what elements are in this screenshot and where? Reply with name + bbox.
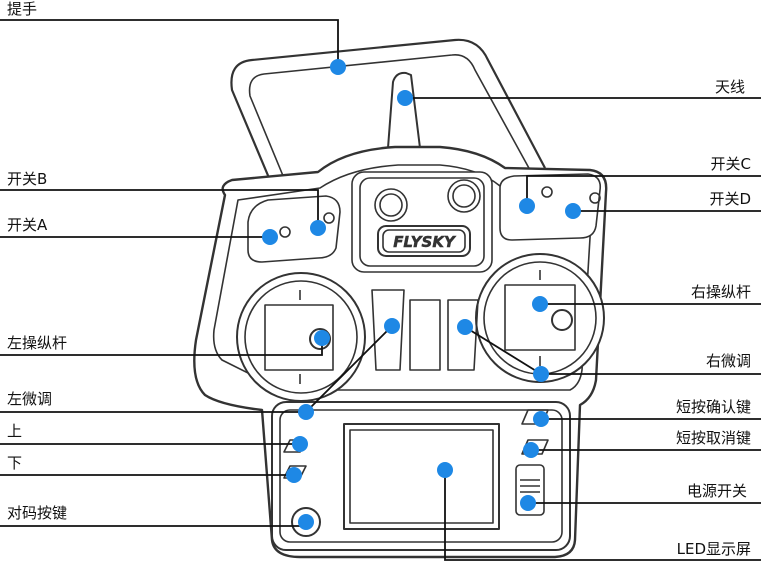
marker-switch-b	[310, 220, 326, 236]
lcd-screen	[343, 423, 500, 530]
label-switch-c: 开关C	[710, 155, 751, 173]
label-down: 下	[7, 454, 23, 472]
switch-pod-right	[499, 173, 602, 241]
label-cancel-button: 短按取消键	[675, 429, 751, 447]
left-gimbal	[236, 272, 366, 402]
marker-left-stick	[314, 330, 330, 346]
marker-handle	[330, 59, 346, 75]
label-switch-a: 开关A	[7, 216, 48, 234]
marker-left-trim-upper	[384, 318, 400, 334]
label-right-trim: 右微调	[705, 352, 751, 370]
marker-bind	[298, 514, 314, 530]
knob-right	[447, 179, 481, 213]
marker-antenna	[397, 90, 413, 106]
carry-handle	[230, 38, 546, 186]
leader-handle	[0, 19, 339, 67]
leader-switch-c	[526, 175, 761, 206]
label-left-trim: 左微调	[7, 390, 53, 408]
knob-left	[374, 188, 408, 222]
marker-power	[520, 495, 536, 511]
marker-up	[292, 436, 308, 452]
lower-panel	[271, 401, 571, 551]
marker-right-trim-upper	[457, 319, 473, 335]
label-switch-d: 开关D	[709, 190, 751, 208]
marker-left-trim-lower	[298, 404, 314, 420]
brand-plate	[377, 225, 471, 257]
label-antenna: 天线	[714, 78, 745, 96]
brand-logo: FLYSKY	[393, 233, 457, 251]
leader-led	[444, 470, 761, 561]
marker-led	[437, 462, 453, 478]
marker-switch-c	[519, 198, 535, 214]
label-bind-button: 对码按键	[7, 504, 68, 522]
label-up: 上	[7, 422, 23, 440]
label-left-stick: 左操纵杆	[7, 334, 68, 352]
marker-right-trim-lower	[533, 366, 549, 382]
label-power-switch: 电源开关	[686, 482, 747, 500]
label-switch-b: 开关B	[7, 170, 48, 188]
leader-switch-b	[0, 189, 319, 228]
label-ok-button: 短按确认键	[675, 398, 751, 416]
label-handle: 提手	[7, 0, 38, 18]
marker-switch-a	[262, 229, 278, 245]
marker-right-stick	[532, 296, 548, 312]
marker-switch-d	[565, 203, 581, 219]
label-right-stick: 右操纵杆	[690, 283, 751, 301]
markers	[262, 59, 581, 530]
antenna	[387, 71, 421, 149]
label-led-display: LED显示屏	[676, 540, 751, 558]
switch-pod-left	[247, 195, 341, 263]
marker-cancel	[523, 442, 539, 458]
controller-illustration	[193, 38, 608, 559]
marker-down	[286, 467, 302, 483]
marker-ok	[533, 411, 549, 427]
